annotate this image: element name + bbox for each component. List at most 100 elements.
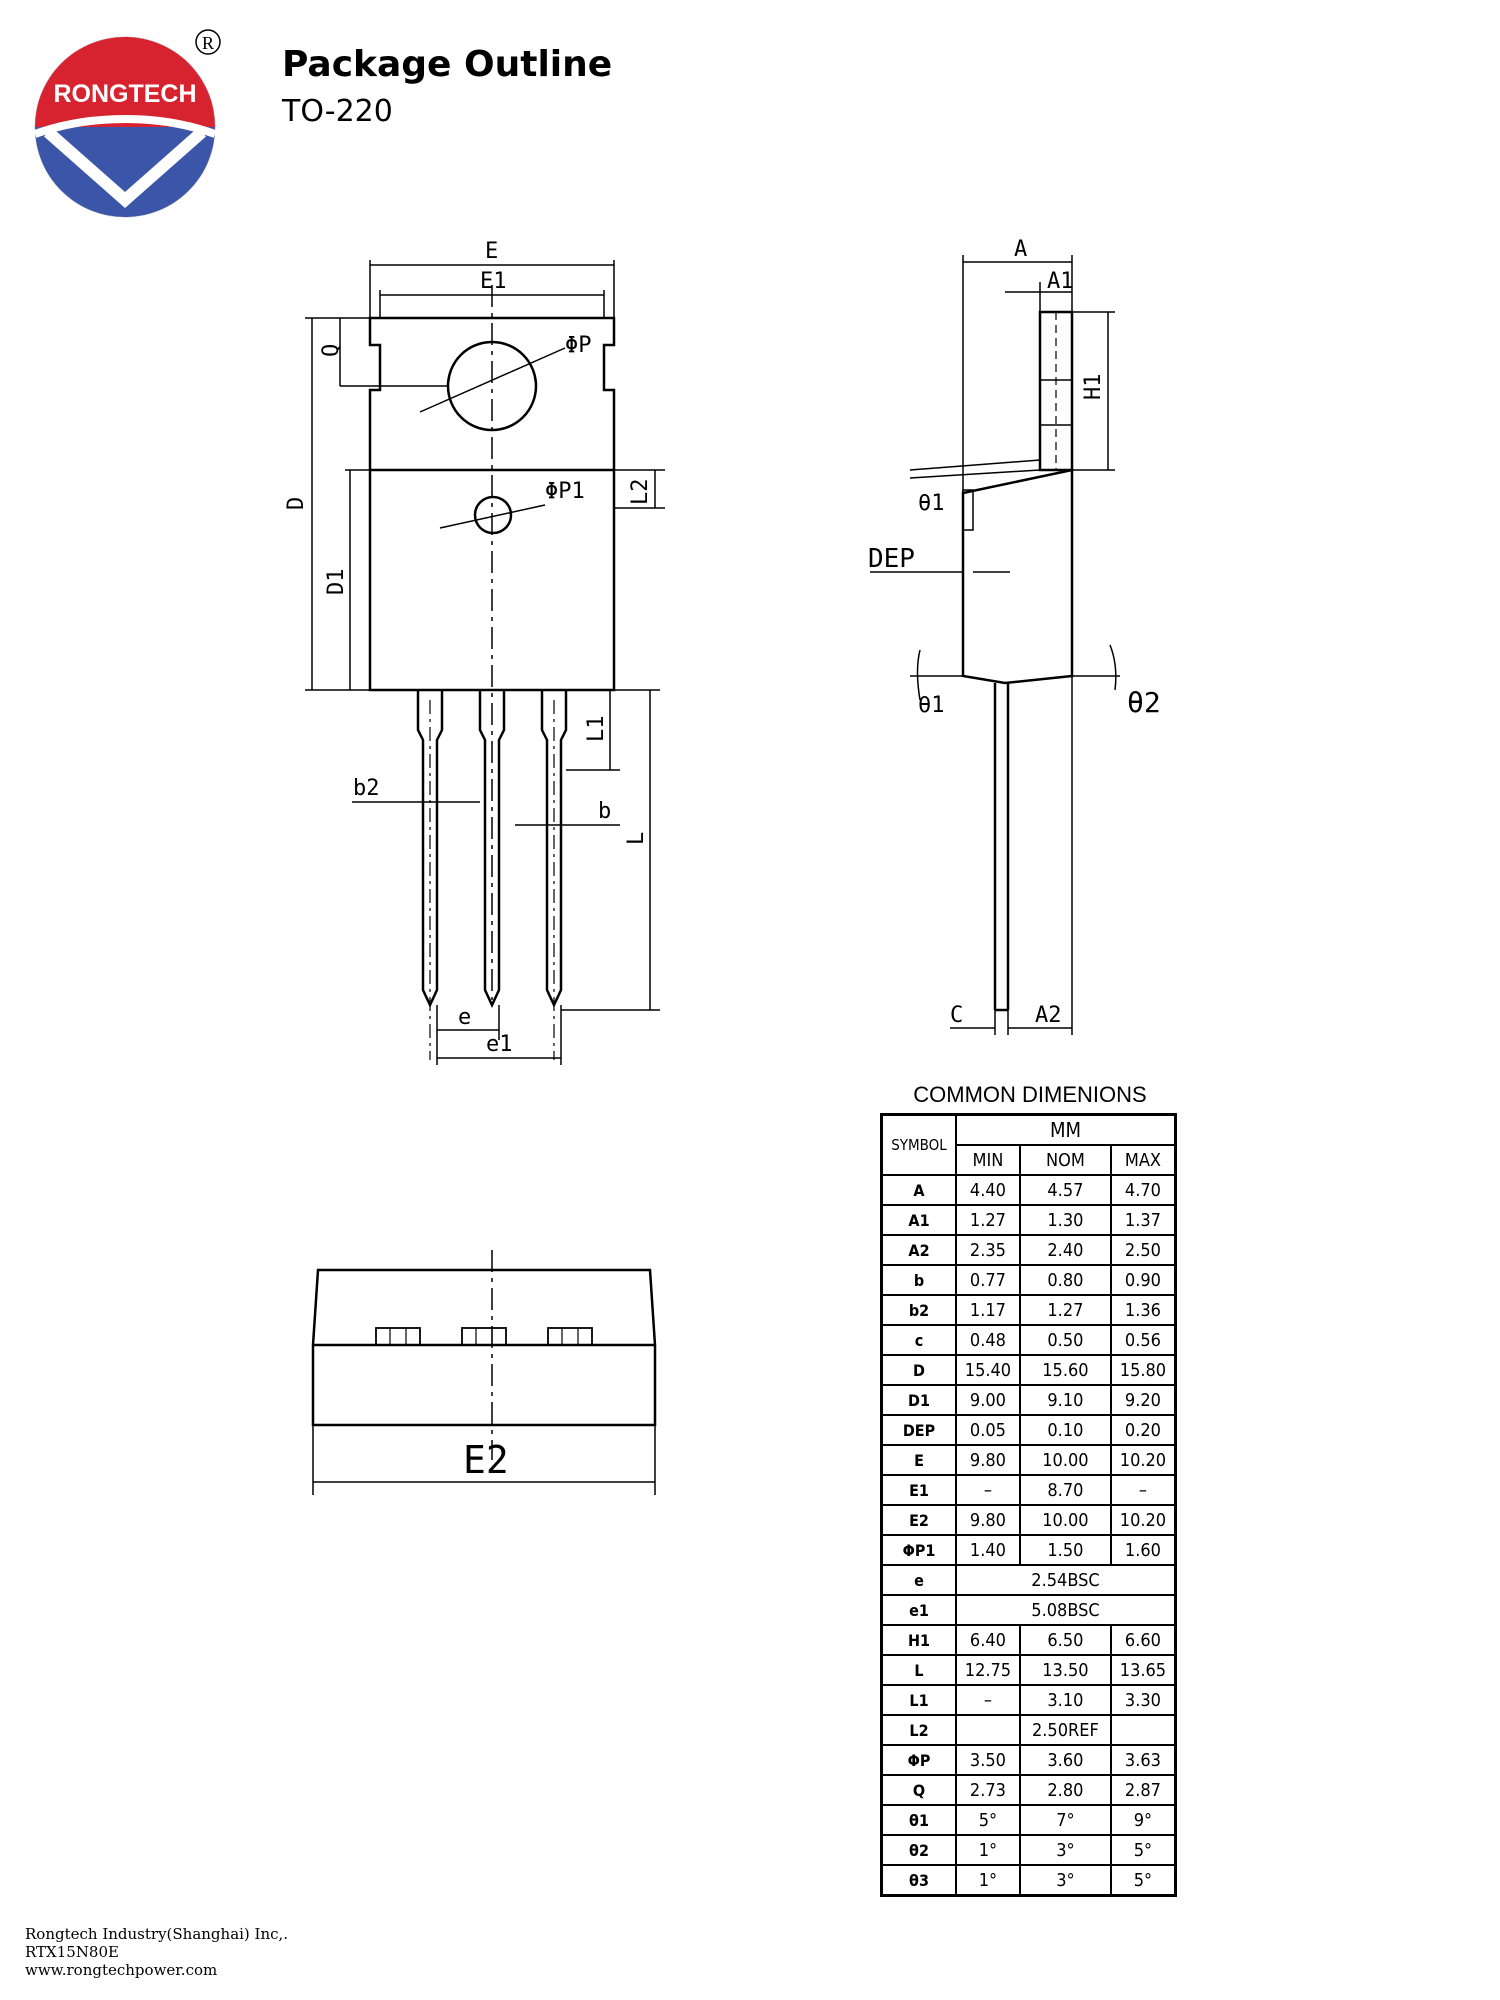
symbol-header: SYMBOL [880, 1113, 957, 1176]
end-view [311, 1250, 657, 1495]
nom-cell: 13.50 [1018, 1654, 1112, 1686]
label-theta1-top: θ1 [918, 491, 945, 516]
label-L1: L1 [584, 716, 609, 743]
row-symbol: A [880, 1174, 957, 1206]
row-symbol: c [880, 1324, 957, 1356]
nom-cell: 4.57 [1018, 1174, 1112, 1206]
registered-mark: R [202, 33, 214, 53]
label-H1: H1 [1081, 374, 1106, 401]
max-cell: 1.36 [1109, 1294, 1177, 1326]
row-symbol: ΦP [880, 1744, 957, 1776]
nom-cell: 6.50 [1018, 1624, 1112, 1656]
max-cell [1109, 1714, 1177, 1746]
max-header: MAX [1109, 1144, 1177, 1176]
max-cell: 9.20 [1109, 1384, 1177, 1416]
min-cell: 1° [955, 1864, 1021, 1897]
row-symbol: L2 [880, 1714, 957, 1746]
nom-cell: 0.10 [1018, 1414, 1112, 1446]
max-cell: 4.70 [1109, 1174, 1177, 1206]
label-A1: A1 [1047, 269, 1074, 294]
max-cell: 6.60 [1109, 1624, 1177, 1656]
row-symbol: A2 [880, 1234, 957, 1266]
min-header: MIN [955, 1144, 1021, 1176]
max-cell: 2.50 [1109, 1234, 1177, 1266]
label-Q: Q [319, 344, 344, 357]
max-cell: 10.20 [1109, 1504, 1177, 1536]
nom-cell: 2.80 [1018, 1774, 1112, 1806]
label-A2: A2 [1035, 1003, 1062, 1028]
min-cell: 6.40 [955, 1624, 1021, 1656]
label-DEP: DEP [868, 544, 915, 574]
label-e: e [458, 1005, 471, 1030]
min-cell: 9.00 [955, 1384, 1021, 1416]
span-cell: 5.08BSC [955, 1594, 1177, 1626]
min-cell: 2.73 [955, 1774, 1021, 1806]
part-number: RTX15N80E [25, 1943, 119, 1961]
nom-cell: 3° [1018, 1834, 1112, 1866]
nom-cell: 1.50 [1018, 1534, 1112, 1566]
row-symbol: E [880, 1444, 957, 1476]
label-D1: D1 [324, 569, 349, 596]
package-name: TO-220 [282, 94, 393, 129]
min-cell [955, 1714, 1021, 1746]
min-cell: 5° [955, 1804, 1021, 1836]
table-row: L2 2.50REF [880, 1714, 1177, 1746]
nom-cell: 15.60 [1018, 1354, 1112, 1386]
nom-cell: 0.50 [1018, 1324, 1112, 1356]
max-cell: 2.87 [1109, 1774, 1177, 1806]
max-cell: 3.63 [1109, 1744, 1177, 1776]
row-symbol: ΦP1 [880, 1534, 957, 1566]
min-cell: 1.17 [955, 1294, 1021, 1326]
min-cell: 2.35 [955, 1234, 1021, 1266]
span-cell: 2.54BSC [955, 1564, 1177, 1596]
nom-cell: 8.70 [1018, 1474, 1112, 1506]
label-theta1-bottom: θ1 [918, 693, 945, 718]
max-cell: 13.65 [1109, 1654, 1177, 1686]
nom-cell: 3.60 [1018, 1744, 1112, 1776]
company-name: Rongtech Industry(Shanghai) Inc,. [25, 1925, 289, 1943]
nom-cell: 2.50REF [1018, 1714, 1112, 1746]
nom-cell: 9.10 [1018, 1384, 1112, 1416]
row-symbol: D [880, 1354, 957, 1386]
unit-header: MM [955, 1113, 1177, 1146]
front-view [305, 260, 665, 1065]
max-cell: 0.90 [1109, 1264, 1177, 1296]
min-cell: – [955, 1684, 1021, 1716]
row-symbol: b [880, 1264, 957, 1296]
min-cell: 15.40 [955, 1354, 1021, 1386]
label-C: C [950, 1003, 963, 1028]
side-view [870, 255, 1120, 1035]
row-symbol: E2 [880, 1504, 957, 1536]
row-symbol: θ1 [880, 1804, 957, 1836]
row-symbol: θ2 [880, 1834, 957, 1866]
label-b2: b2 [353, 776, 380, 801]
logo-text: RONGTECH [53, 80, 196, 108]
website-link[interactable]: www.rongtechpower.com [25, 1961, 218, 1979]
min-cell: 9.80 [955, 1444, 1021, 1476]
nom-cell: 1.30 [1018, 1204, 1112, 1236]
min-cell: 0.48 [955, 1324, 1021, 1356]
row-symbol: e1 [880, 1594, 957, 1626]
table-row: E1–8.70– [880, 1474, 1177, 1506]
row-symbol: L [880, 1654, 957, 1686]
max-cell: 1.37 [1109, 1204, 1177, 1236]
row-symbol: b2 [880, 1294, 957, 1326]
nom-cell: 2.40 [1018, 1234, 1112, 1266]
max-cell: – [1109, 1474, 1177, 1506]
label-E2: E2 [463, 1438, 509, 1482]
max-cell: 3.30 [1109, 1684, 1177, 1716]
